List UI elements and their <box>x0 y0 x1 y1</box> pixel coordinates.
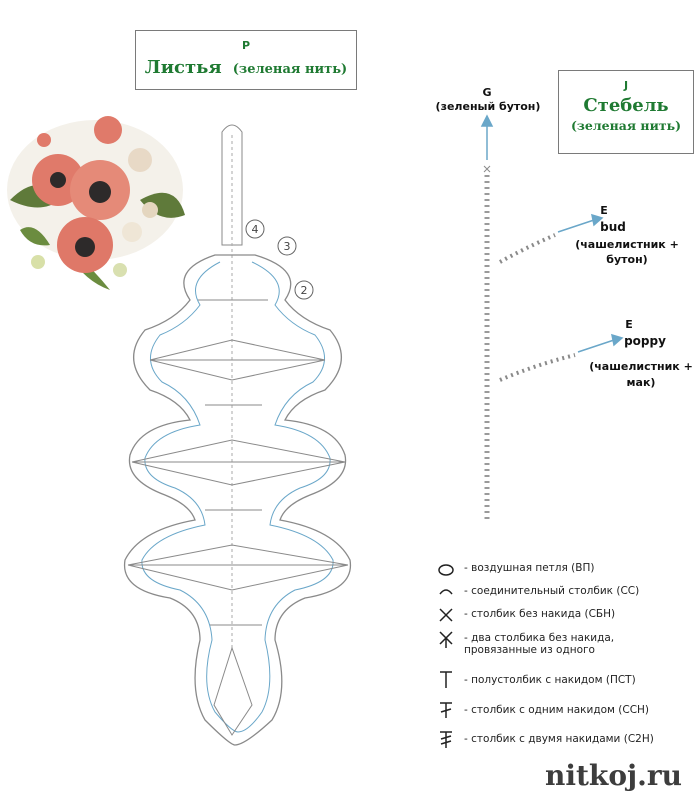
poppy-letter: E <box>625 318 633 331</box>
stem-letter: J <box>623 79 629 92</box>
stem-arrows <box>480 114 624 353</box>
legend-slip: - соединительный столбик (СС) <box>464 585 640 597</box>
slip-stitch-icon <box>439 589 453 595</box>
poppy-name: poppy <box>624 334 666 348</box>
single-crochet-icon <box>439 608 453 622</box>
leaf-marker-2: 2 <box>301 284 308 297</box>
stem-subtitle: (зеленая нить) <box>570 118 681 133</box>
leaf-markers <box>245 219 314 300</box>
stem-chart <box>483 165 576 520</box>
stem-top-letter: G <box>482 86 492 99</box>
bud-caption-1: (чашелистник + <box>575 238 679 251</box>
legend-tr: - столбик с двумя накидами (С2Н) <box>464 733 654 745</box>
stem-title-box: J Стебель (зеленая нить) <box>558 70 694 154</box>
treble-crochet-icon <box>440 731 452 748</box>
leaf-chart <box>123 124 352 746</box>
bud-letter: E <box>600 204 608 217</box>
legend-chain: - воздушная петля (ВП) <box>464 562 595 574</box>
bud-caption-2: бутон) <box>606 253 648 266</box>
leaf-subtitle: (зеленая нить) <box>232 62 348 77</box>
bud-name: bud <box>600 220 626 234</box>
leaf-letter: P <box>241 39 251 52</box>
legend-hdc: - полустолбик с накидом (ПСТ) <box>464 674 636 686</box>
leaf-marker-3: 3 <box>284 240 291 253</box>
oval-chain-icon <box>438 564 454 576</box>
legend-dc: - столбик с одним накидом (ССН) <box>464 704 650 716</box>
leaf-title: Листья <box>144 57 222 78</box>
sc2tog-icon <box>439 631 453 648</box>
half-double-icon <box>440 671 452 688</box>
poppy-caption-1: (чашелистник + <box>589 360 693 373</box>
legend-symbols <box>438 564 454 748</box>
stem-title: Стебель <box>583 95 669 116</box>
stem-top-caption: (зеленый бутон) <box>435 100 541 113</box>
legend-sc: - столбик без накида (СБН) <box>464 608 616 620</box>
poppy-caption-2: мак) <box>626 376 656 389</box>
poppy-bouquet-image <box>7 116 185 290</box>
leaf-marker-4: 4 <box>252 223 259 236</box>
watermark: nitkoj.ru <box>545 759 682 792</box>
leaf-title-box: P Листья (зеленая нить) <box>135 30 357 90</box>
double-crochet-icon <box>440 702 452 718</box>
legend-sc2tog: - два столбика без накида, провязанные и… <box>464 632 615 656</box>
